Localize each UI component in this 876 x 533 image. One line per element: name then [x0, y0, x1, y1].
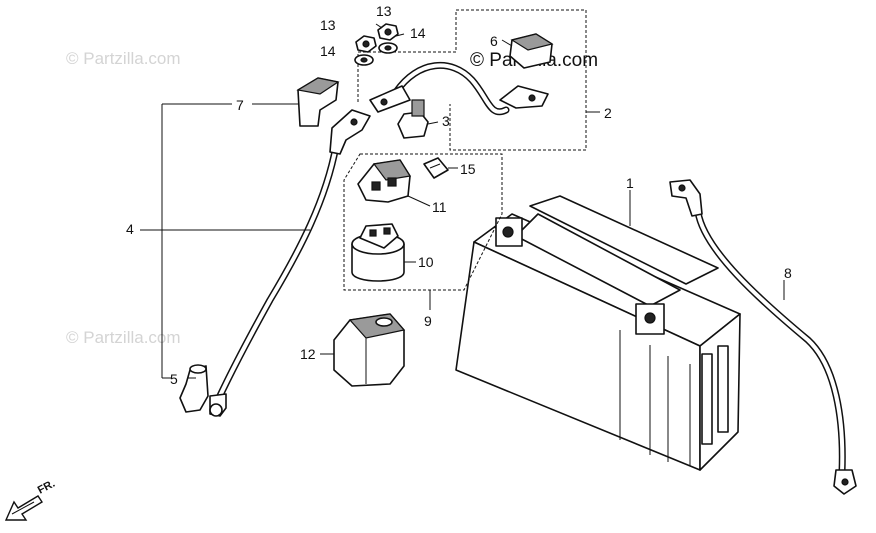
callout-13-left: 13	[320, 17, 336, 33]
callout-2: 2	[604, 105, 612, 121]
callout-9: 9	[424, 313, 432, 329]
callout-15: 15	[460, 161, 476, 177]
nut-13-lower	[355, 35, 377, 53]
washer-14-left	[354, 54, 374, 66]
callout-6: 6	[490, 33, 498, 49]
callout-4: 4	[126, 221, 134, 237]
terminal-cover-7	[296, 77, 340, 127]
relay-12	[333, 313, 406, 387]
callout-5: 5	[170, 371, 178, 387]
leader-lines	[140, 23, 785, 379]
battery	[455, 195, 741, 471]
callout-7: 7	[236, 97, 244, 113]
group-frame-2	[357, 9, 587, 151]
group-frame-9	[343, 153, 503, 291]
fuse-15	[423, 157, 449, 179]
callout-10: 10	[418, 254, 434, 270]
nut-13-upper	[377, 23, 399, 41]
starter-relay-10	[351, 223, 405, 282]
watermark-bottom-left: © Partzilla.com	[66, 328, 181, 347]
terminal-cover-3	[397, 99, 429, 139]
callout-8: 8	[784, 265, 792, 281]
front-direction-label: FR.	[36, 478, 57, 497]
washer-14-right	[378, 42, 398, 54]
terminal-cover-6	[509, 33, 554, 69]
callout-1: 1	[626, 175, 634, 191]
battery-negative-terminal	[495, 217, 523, 247]
starter-relay-cable	[369, 61, 549, 116]
battery-cable-8	[669, 179, 857, 495]
callout-13-top: 13	[376, 3, 392, 19]
fuse-holder-11	[357, 159, 411, 203]
callout-14-left: 14	[320, 43, 336, 59]
callout-11: 11	[432, 199, 447, 215]
watermark-top-left: © Partzilla.com	[66, 49, 181, 68]
front-direction-arrow-icon	[4, 495, 43, 521]
battery-cable-4	[209, 109, 371, 417]
callout-3: 3	[442, 113, 450, 129]
battery-positive-terminal	[635, 303, 665, 335]
callout-12: 12	[300, 346, 316, 362]
terminal-boot-5	[179, 364, 209, 413]
callout-14-right: 14	[410, 25, 426, 41]
